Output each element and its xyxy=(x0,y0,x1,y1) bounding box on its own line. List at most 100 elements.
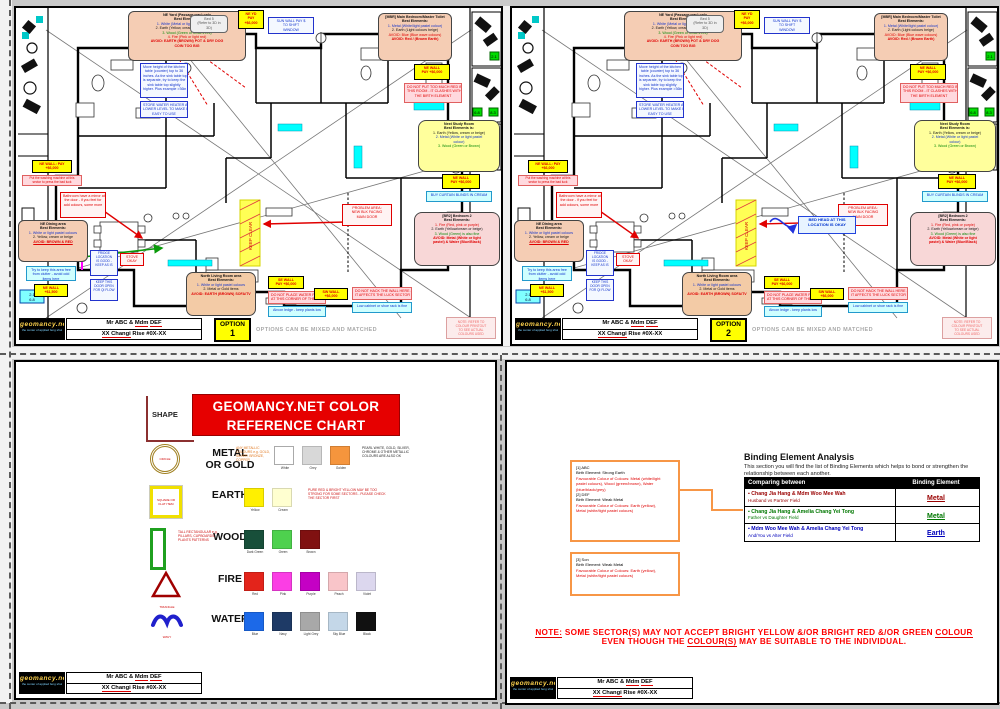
annotation-line: Bathroom have a mirror at xyxy=(559,194,601,198)
annotation-line: NE WALL xyxy=(948,176,966,180)
swatch-color xyxy=(244,572,264,591)
annotation-line: 3. Wood (Green or Brown) xyxy=(437,143,481,148)
annotation-line: AT THIS CORNER OF THE WALL xyxy=(767,297,822,302)
annotation-line: LOWER LEVEL TO MAKE IT xyxy=(143,107,188,112)
svg-text:6.8: 6.8 xyxy=(474,110,480,115)
annotation-line: BUY CURTAIN BLINDS IN CREAM xyxy=(430,193,488,197)
annotation-line: Best Elements: xyxy=(704,278,730,283)
swatch-label: Yellow xyxy=(250,508,260,512)
annotation-line: Bed 5 xyxy=(700,17,710,21)
annotation-line: AVOID: BROWN & RED xyxy=(529,239,569,244)
floorplan-svg: KEEP CLEAR 2.1 6.8 2.1 xyxy=(514,8,997,324)
annotation-line: NE WALL xyxy=(919,66,937,70)
color-swatch-purple: Purple xyxy=(300,572,322,596)
aircon-note: Aircon ledge - keep plants low xyxy=(764,306,822,317)
column-gap-band xyxy=(503,6,510,346)
annotation-line: EASY TO USE xyxy=(152,111,176,116)
annotation-line: Aircon ledge - keep plants low xyxy=(273,308,321,312)
text-part: DEF xyxy=(150,674,162,681)
annotation-line: SE WALL xyxy=(278,278,294,282)
annotation-line: 1. White or light pastel colours xyxy=(692,282,742,287)
annotation-line: items here xyxy=(538,276,556,281)
annotation-line: DO NOT HACK THE WALL HERE - xyxy=(355,289,412,293)
floorplan-page-option1: KEEP CLEAR 2.1 6.8 2.1 xyxy=(14,6,503,346)
annotation-line: Best Elements: xyxy=(536,226,562,231)
annotation-line: PAY +$6,000 xyxy=(450,180,472,185)
element-label-line: WOOD xyxy=(213,531,247,543)
annotation-line: AVOID: EARTH (BROWN) POT & DRY DOG xyxy=(646,39,720,44)
mix-and-match-note: OPTIONS CAN BE MIXED AND MATCHED xyxy=(752,327,873,333)
annotation-line: +$6,000 xyxy=(324,294,338,299)
color-swatch-golden: Golden xyxy=(330,446,352,470)
swatch-label: Green xyxy=(278,550,288,554)
annotation-line: AVOID: Metal (White or light xyxy=(929,235,977,240)
logo-text: geomancy.net xyxy=(511,680,556,687)
annotation-line: 1. Fire (Red, pink or purple) xyxy=(931,222,975,227)
annotation-line: NE YD xyxy=(245,12,257,16)
comparison-cell: ▪ Mdm Woo Mee Wah & Amelia Chang Yei Ton… xyxy=(745,524,895,541)
swatch-label: Cream xyxy=(278,508,288,512)
annotation-line: IT AFFECTS THE LUCK SECTOR xyxy=(851,293,906,298)
text-part: Changi xyxy=(602,689,622,697)
color-chart-page: SHAPE GEOMANCY.NET COLOR REFERENCE CHART… xyxy=(14,360,497,700)
annotation-line: AVOID: Metal (White or light xyxy=(433,235,481,240)
annotation-line: NE WALL xyxy=(423,66,441,70)
text-part: DEF xyxy=(150,320,162,327)
annotation-line: 2. Yellow, cream or beige xyxy=(33,235,73,240)
swatch-label: Peach xyxy=(334,592,344,596)
annotation-line: DOOR OPEN xyxy=(590,283,610,288)
annotation-line: NE Yard (Passage way) only xyxy=(659,13,707,17)
annotation-line: 2. Earth (Yellow/cream or beige) xyxy=(431,227,483,232)
person-box-line: [3] Son xyxy=(576,557,589,562)
annotation-line: Put the washing machine at this xyxy=(29,176,75,180)
color-swatch-pink: Pink xyxy=(272,572,294,596)
annotation-line: STOVE xyxy=(125,255,139,259)
annotation-line: from clutter - avoid odd xyxy=(32,272,70,277)
annotation-line: 2. Metal or Gold items xyxy=(699,287,735,292)
text-part: Changi xyxy=(111,684,131,692)
annotation-line: higher. Plus example >36in xyxy=(639,86,683,91)
project-address: XX Changi Rise #0X-XX xyxy=(558,689,692,699)
annotation-line: sink table top slightly xyxy=(147,82,181,87)
annotation-line: Try to keep this area free xyxy=(527,268,567,272)
circle-shape-icon: CIRCLE xyxy=(150,444,184,478)
annotation-line: MAIN DOOR xyxy=(356,214,378,219)
color-swatch-dark-green: Dark Green xyxy=(244,530,266,554)
annotation-line: Bed 5 xyxy=(204,17,214,21)
row-note: PEARL WHITE, GOLD, SILVER, CHROME & OTHE… xyxy=(362,446,410,459)
annotation-line: EASY TO USE xyxy=(648,111,672,116)
text-part: Mr ABC & xyxy=(597,679,626,685)
study-buy-note: BUY CURTAIN BLINDS IN CREAM xyxy=(426,191,492,202)
element-label: FIRE xyxy=(192,573,268,586)
text-part: Mdm xyxy=(630,320,645,327)
connector-line xyxy=(680,489,743,511)
swatch-label: Red xyxy=(252,592,258,596)
binding-intro-line2: relationship between each another. xyxy=(744,471,831,478)
swatch-label: Blue xyxy=(251,632,259,636)
svg-text:6.8: 6.8 xyxy=(29,297,35,302)
annotation-line: SE WALL xyxy=(774,278,790,282)
ne-wall-cost: NE WALL+$1,500 xyxy=(530,284,564,297)
annotation-line: Aircon ledge - keep plants low xyxy=(769,308,817,312)
annotation-line: 3. Wood (Green or Brown) xyxy=(933,143,977,148)
annotation-line: AT THIS CORNER OF THE WALL xyxy=(271,297,326,302)
annotation-line: KEEP AS IS xyxy=(95,262,113,267)
swatch-color xyxy=(244,530,264,549)
color-swatch-grey: Grey xyxy=(302,446,324,470)
annotation-line: COIN TOO BIG xyxy=(670,43,696,48)
annotation-line: DO NOT HACK THE WALL HERE - xyxy=(851,289,908,293)
color-swatch-sky-blue: Sky Blue xyxy=(328,612,350,636)
stamp-line: TO SEE ACTUAL xyxy=(954,328,980,333)
logo-text: geomancy.net xyxy=(516,321,561,328)
annotation-line: 2. Yellow, cream or beige xyxy=(529,235,569,240)
annotation-line: PAY +$6,000 xyxy=(275,282,297,287)
shape-column-bracket xyxy=(146,396,194,442)
binding-element-value: Earth xyxy=(927,530,945,538)
sector-colour-note: NOTE: SOME SECTOR(S) MAY NOT ACCEPT BRIG… xyxy=(525,628,983,647)
swatch-color xyxy=(328,612,348,631)
annotation-line: 4. Fire (Pink or light red) xyxy=(663,34,703,39)
